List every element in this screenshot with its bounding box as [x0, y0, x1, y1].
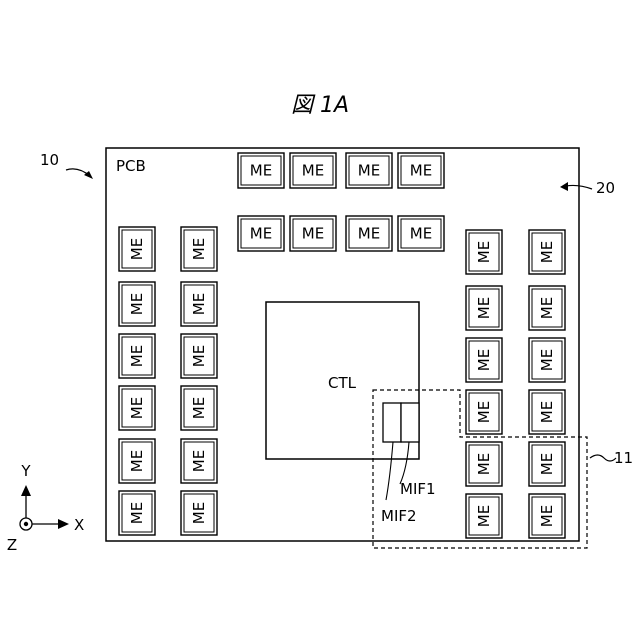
x-axis-label: X	[74, 516, 84, 534]
memory-chip-label: ME	[302, 225, 324, 243]
memory-chip-label: ME	[538, 241, 556, 263]
memory-chip: ME	[466, 230, 502, 274]
mif2-leader	[386, 442, 393, 500]
ref-20-label: 20	[596, 179, 615, 197]
memory-chip: ME	[119, 386, 155, 430]
memory-chips: ME ME ME ME ME ME ME ME ME ME ME ME ME ME ME ME ME ME ME ME…	[119, 153, 565, 538]
memory-chip-label: ME	[538, 401, 556, 423]
memory-chip-label: ME	[410, 225, 432, 243]
memory-chip: ME	[466, 494, 502, 538]
memory-chip: ME	[290, 216, 336, 251]
memory-interface-mif1	[401, 403, 419, 442]
memory-chip: ME	[529, 494, 565, 538]
ref-11-leader	[590, 455, 616, 461]
memory-chip: ME	[119, 282, 155, 326]
memory-chip: ME	[529, 338, 565, 382]
memory-chip-label: ME	[475, 401, 493, 423]
memory-chip-label: ME	[128, 397, 146, 419]
memory-chip: ME	[466, 286, 502, 330]
memory-chip-label: ME	[190, 345, 208, 367]
pcb-board	[106, 148, 579, 541]
memory-chip-label: ME	[128, 502, 146, 524]
memory-chip-label: ME	[475, 297, 493, 319]
memory-chip-label: ME	[475, 241, 493, 263]
memory-chip-label: ME	[190, 450, 208, 472]
memory-chip: ME	[529, 442, 565, 486]
memory-chip: ME	[119, 334, 155, 378]
memory-chip-label: ME	[358, 162, 380, 180]
memory-chip: ME	[238, 153, 284, 188]
memory-chip-label: ME	[358, 225, 380, 243]
memory-chip: ME	[466, 338, 502, 382]
pcb-label: PCB	[116, 157, 146, 175]
mif1-label: MIF1	[400, 480, 436, 498]
ref-20-arrowhead	[560, 182, 568, 191]
ref-10-label: 10	[40, 151, 59, 169]
memory-chip-label: ME	[538, 349, 556, 371]
memory-chip: ME	[466, 442, 502, 486]
memory-chip-label: ME	[128, 293, 146, 315]
memory-chip-label: ME	[128, 238, 146, 260]
memory-chip: ME	[398, 153, 444, 188]
y-axis-label: Y	[20, 462, 31, 480]
memory-chip: ME	[346, 153, 392, 188]
memory-chip-label: ME	[128, 345, 146, 367]
ref-11-label: 11	[614, 449, 633, 467]
controller-label: CTL	[328, 374, 357, 392]
memory-chip-label: ME	[475, 505, 493, 527]
memory-chip-label: ME	[190, 502, 208, 524]
memory-chip: ME	[181, 386, 217, 430]
mif2-label: MIF2	[381, 507, 417, 525]
z-axis-dot	[24, 522, 28, 526]
memory-chip: ME	[529, 390, 565, 434]
y-axis-arrowhead	[21, 485, 31, 496]
memory-chip-label: ME	[128, 450, 146, 472]
memory-chip: ME	[119, 227, 155, 271]
memory-chip-label: ME	[538, 453, 556, 475]
z-axis-label: Z	[7, 536, 17, 554]
memory-chip: ME	[181, 491, 217, 535]
memory-chip: ME	[529, 286, 565, 330]
memory-chip-label: ME	[250, 162, 272, 180]
x-axis-arrowhead	[58, 519, 69, 529]
memory-chip: ME	[398, 216, 444, 251]
memory-chip: ME	[466, 390, 502, 434]
memory-chip-label: ME	[190, 397, 208, 419]
memory-chip: ME	[181, 334, 217, 378]
memory-interface-mif2	[383, 403, 401, 442]
mif1-leader	[400, 442, 409, 484]
memory-chip-label: ME	[250, 225, 272, 243]
memory-chip-label: ME	[475, 349, 493, 371]
memory-chip: ME	[529, 230, 565, 274]
memory-chip: ME	[181, 439, 217, 483]
memory-chip: ME	[238, 216, 284, 251]
memory-chip: ME	[346, 216, 392, 251]
memory-chip: ME	[181, 227, 217, 271]
memory-chip-label: ME	[475, 453, 493, 475]
memory-chip-label: ME	[410, 162, 432, 180]
memory-chip-label: ME	[538, 297, 556, 319]
figure-title: 図 1A	[291, 93, 349, 118]
memory-chip-label: ME	[190, 238, 208, 260]
memory-chip-label: ME	[538, 505, 556, 527]
memory-chip-label: ME	[302, 162, 324, 180]
memory-chip: ME	[119, 491, 155, 535]
memory-chip: ME	[119, 439, 155, 483]
memory-chip-label: ME	[190, 293, 208, 315]
memory-chip: ME	[290, 153, 336, 188]
memory-chip: ME	[181, 282, 217, 326]
